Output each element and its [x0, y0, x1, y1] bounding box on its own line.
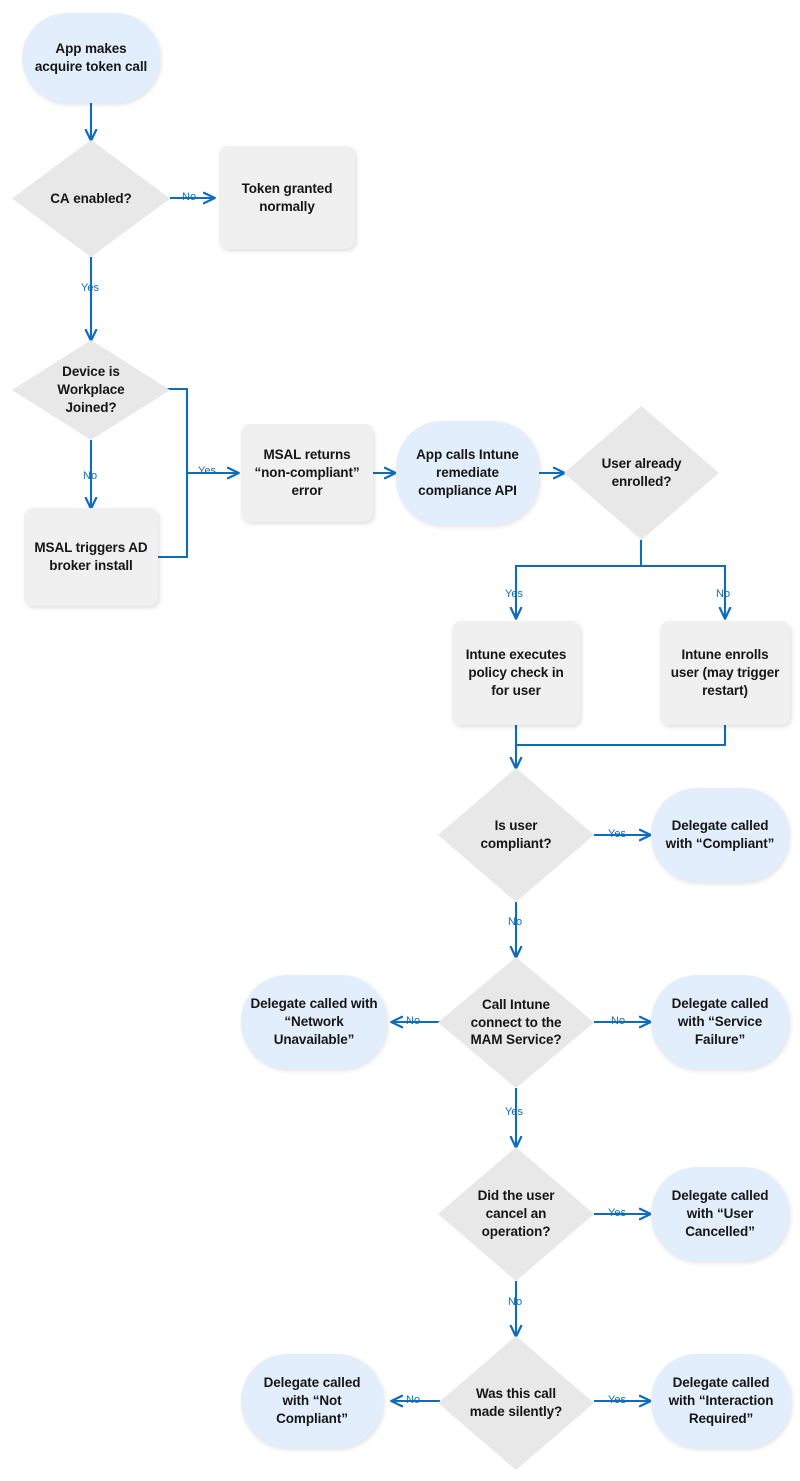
node-is-user-compliant[interactable]: Is user compliant? [438, 768, 594, 902]
node-intune-enrolls-user[interactable]: Intune enrolls user (may trigger restart… [660, 621, 790, 725]
edge-label-mam-no-right: No [611, 1015, 626, 1027]
node-label: Delegate called with “User Cancelled” [671, 1188, 769, 1239]
edge-label-compliant-yes: Yes [608, 828, 626, 840]
node-label: Delegate called with “Compliant” [665, 818, 775, 851]
node-label: MSAL triggers AD broker install [34, 540, 148, 573]
edge-enrolled-yes-to-policy-checkin [516, 540, 643, 618]
edge-label-mam-yes: Yes [505, 1106, 523, 1118]
node-label-rest: enabled? [69, 190, 132, 206]
node-label: Device is Workplace Joined? [57, 364, 125, 415]
edge-merge-intune-to-compliant [514, 725, 727, 747]
edge-label-silent-no: No [406, 1394, 421, 1406]
edge-label-ca-no: No [182, 191, 197, 203]
node-label: App makes acquire token call [34, 41, 148, 74]
node-label: Intune executes policy check in for user [465, 647, 567, 698]
edge-label-ca-yes: Yes [81, 282, 99, 294]
node-label: User already enrolled? [601, 456, 682, 489]
edge-label-silent-yes: Yes [608, 1394, 626, 1406]
node-ca-enabled[interactable]: CA enabled? [12, 140, 170, 257]
edge-label-cancel-no: No [508, 1296, 523, 1308]
node-label: Delegate called with “Service Failure” [671, 996, 769, 1047]
edge-label-compliant-no: No [508, 916, 523, 928]
node-delegate-called-with-network-unavailable[interactable]: Delegate called with “Network Unavailabl… [241, 975, 387, 1069]
edge-label-enrolled-no: No [716, 588, 731, 600]
node-delegate-called-with-interaction-required[interactable]: Delegate called with “Interaction Requir… [651, 1354, 791, 1448]
node-delegate-called-with-service-failure[interactable]: Delegate called with “Service Failure” [651, 975, 789, 1069]
node-label: Was this call made silently? [469, 1386, 563, 1419]
node-msal-triggers-ad-broker-install[interactable]: MSAL triggers AD broker install [24, 508, 158, 606]
node-intune-executes-policy-check-in[interactable]: Intune executes policy check in for user [452, 621, 580, 725]
edge-label-wpj-no: No [83, 470, 98, 482]
node-device-is-workplace-joined[interactable]: Device is Workplace Joined? [12, 340, 170, 440]
edge-label-enrolled-yes: Yes [505, 588, 523, 600]
node-call-intune-connect-mam-service[interactable]: Call Intune connect to the MAM Service? [438, 957, 594, 1088]
edge-label-wpj-yes: Yes [198, 465, 216, 477]
node-app-makes-acquire-token-call[interactable]: App makes acquire token call [22, 13, 160, 103]
node-msal-returns-non-compliant-error[interactable]: MSAL returns “non-compliant” error [241, 424, 373, 522]
node-label: Token granted normally [241, 180, 333, 214]
node-label-bold: CA [50, 190, 70, 206]
node-label: App calls Intune remediate compliance AP… [416, 447, 519, 498]
node-label: Delegate called with “Not Compliant” [263, 1375, 361, 1426]
node-label: Delegate called with “Network Unavailabl… [250, 996, 378, 1047]
node-delegate-called-with-not-compliant[interactable]: Delegate called with “Not Compliant” [241, 1354, 383, 1448]
node-label: Is user compliant? [480, 818, 552, 851]
edge-label-cancel-yes: Yes [608, 1207, 626, 1219]
node-token-granted-normally[interactable]: Token granted normally [219, 146, 355, 249]
node-label: MSAL returns “non-compliant” error [254, 447, 360, 498]
node-delegate-called-with-compliant[interactable]: Delegate called with “Compliant” [651, 788, 789, 882]
node-app-calls-intune-remediate-compliance-api[interactable]: App calls Intune remediate compliance AP… [396, 421, 539, 525]
node-delegate-called-with-user-cancelled[interactable]: Delegate called with “User Cancelled” [651, 1167, 789, 1261]
edge-enrolled-no-to-enrolls-user [641, 564, 725, 618]
node-label: Delegate called with “Interaction Requir… [668, 1375, 774, 1426]
node-label: Intune enrolls user (may trigger restart… [670, 647, 780, 698]
node-label: Did the user cancel an operation? [477, 1188, 555, 1239]
edge-label-mam-no-left: No [406, 1015, 421, 1027]
edge-broker-to-msal-returns [158, 473, 189, 559]
node-label: CA enabled? [50, 190, 132, 208]
node-did-user-cancel-operation[interactable]: Did the user cancel an operation? [438, 1147, 594, 1281]
node-user-already-enrolled[interactable]: User already enrolled? [564, 406, 719, 540]
node-was-this-call-made-silently[interactable]: Was this call made silently? [438, 1336, 594, 1470]
node-label: Call Intune connect to the MAM Service? [470, 996, 562, 1048]
